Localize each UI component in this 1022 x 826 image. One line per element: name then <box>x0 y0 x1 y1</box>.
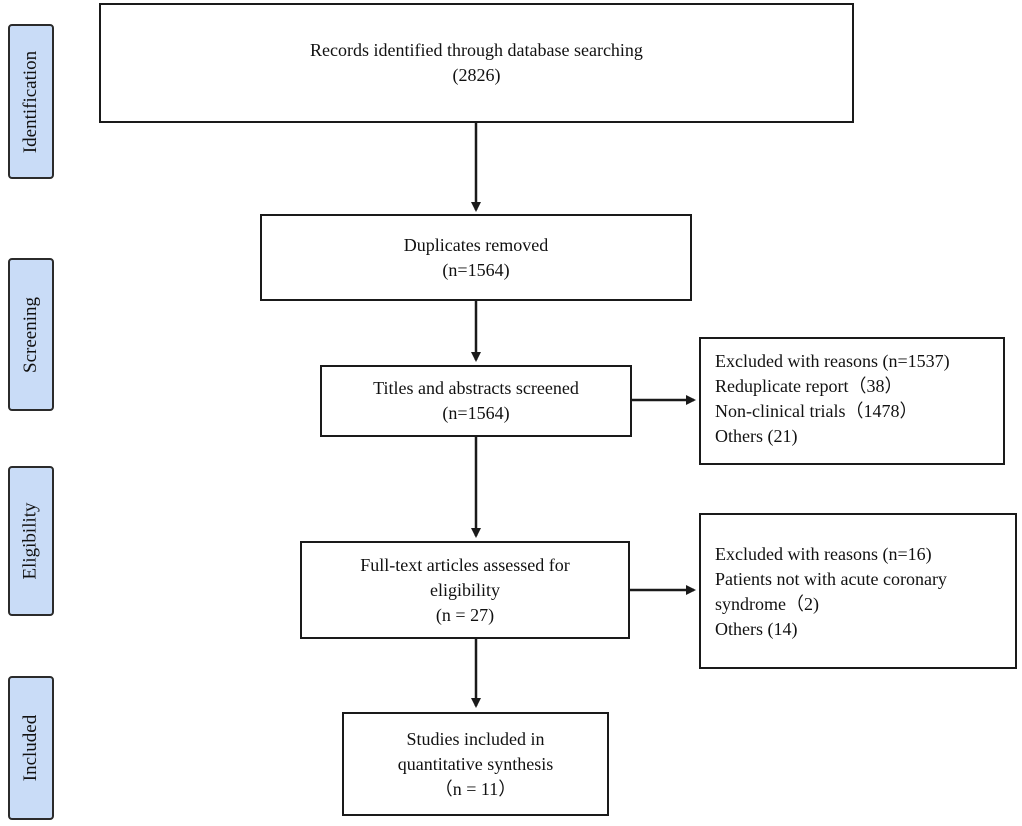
excluded-eligibility-total: Excluded with reasons (n=16) <box>715 544 932 564</box>
stage-identification: Identification <box>8 24 54 179</box>
stage-screening-label: Screening <box>20 296 42 373</box>
studies-included-line2: quantitative synthesis <box>397 753 554 774</box>
records-identified-text: Records identified through database sear… <box>310 40 643 60</box>
stage-included-label: Included <box>20 714 42 782</box>
excluded-eligibility-acs-cont: syndrome（2) <box>715 594 819 614</box>
stage-screening: Screening <box>8 258 54 411</box>
stage-eligibility-label: Eligibility <box>20 502 41 580</box>
stage-eligibility: Eligibility <box>8 466 54 616</box>
records-identified-box: Records identified through database sear… <box>99 3 854 123</box>
studies-included-line1: Studies included in <box>406 728 545 749</box>
excluded-screening-box: Excluded with reasons (n=1537) Reduplica… <box>699 337 1005 465</box>
studies-included-count: （n = 11） <box>434 778 517 799</box>
titles-screened-text: Titles and abstracts screened <box>373 378 579 398</box>
records-identified-count: (2826) <box>452 65 501 85</box>
full-text-box: Full-text articles assessed for eligibil… <box>300 541 630 639</box>
titles-screened-count: (n=1564) <box>442 403 510 423</box>
duplicates-removed-box: Duplicates removed (n=1564) <box>260 214 692 301</box>
studies-included-box: Studies included in quantitative synthes… <box>342 712 609 816</box>
full-text-line2: eligibility <box>430 579 500 600</box>
full-text-line1: Full-text articles assessed for <box>360 554 570 575</box>
excluded-screening-total: Excluded with reasons (n=1537) <box>715 351 950 371</box>
stage-included: Included <box>8 676 54 820</box>
excluded-eligibility-others: Others (14) <box>715 619 798 639</box>
duplicates-removed-count: (n=1564) <box>442 259 510 280</box>
excluded-screening-nonclinical: Non-clinical trials（1478） <box>715 401 918 421</box>
excluded-screening-reduplicate: Reduplicate report（38） <box>715 376 903 396</box>
excluded-eligibility-box: Excluded with reasons (n=16) Patients no… <box>699 513 1017 669</box>
full-text-count: (n = 27) <box>435 604 495 625</box>
stage-identification-label: Identification <box>20 50 42 153</box>
excluded-eligibility-acs: Patients not with acute coronary <box>715 569 947 589</box>
titles-screened-box: Titles and abstracts screened (n=1564) <box>320 365 632 437</box>
duplicates-removed-text: Duplicates removed <box>403 234 549 255</box>
excluded-screening-others: Others (21) <box>715 426 798 446</box>
